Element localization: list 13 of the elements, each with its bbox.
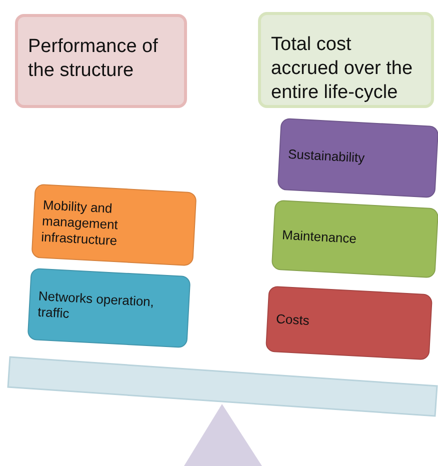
box-label: Total cost accrued over the entire life-cycle <box>271 33 414 104</box>
goal-box <box>15 14 187 108</box>
box-label: Maintenance <box>282 227 357 248</box>
factor-box <box>31 184 197 266</box>
box-label: Sustainability <box>288 146 366 166</box>
factor-box <box>277 118 438 198</box>
goal-box <box>258 12 434 108</box>
box-label: Performance of the structure <box>28 35 159 82</box>
factor-box <box>271 200 438 278</box>
box-label: Networks operation, traffic <box>37 288 156 323</box>
factor-box <box>27 268 191 348</box>
box-label: Costs <box>276 311 310 330</box>
box-label: Mobility and management infrastructure <box>40 196 120 250</box>
